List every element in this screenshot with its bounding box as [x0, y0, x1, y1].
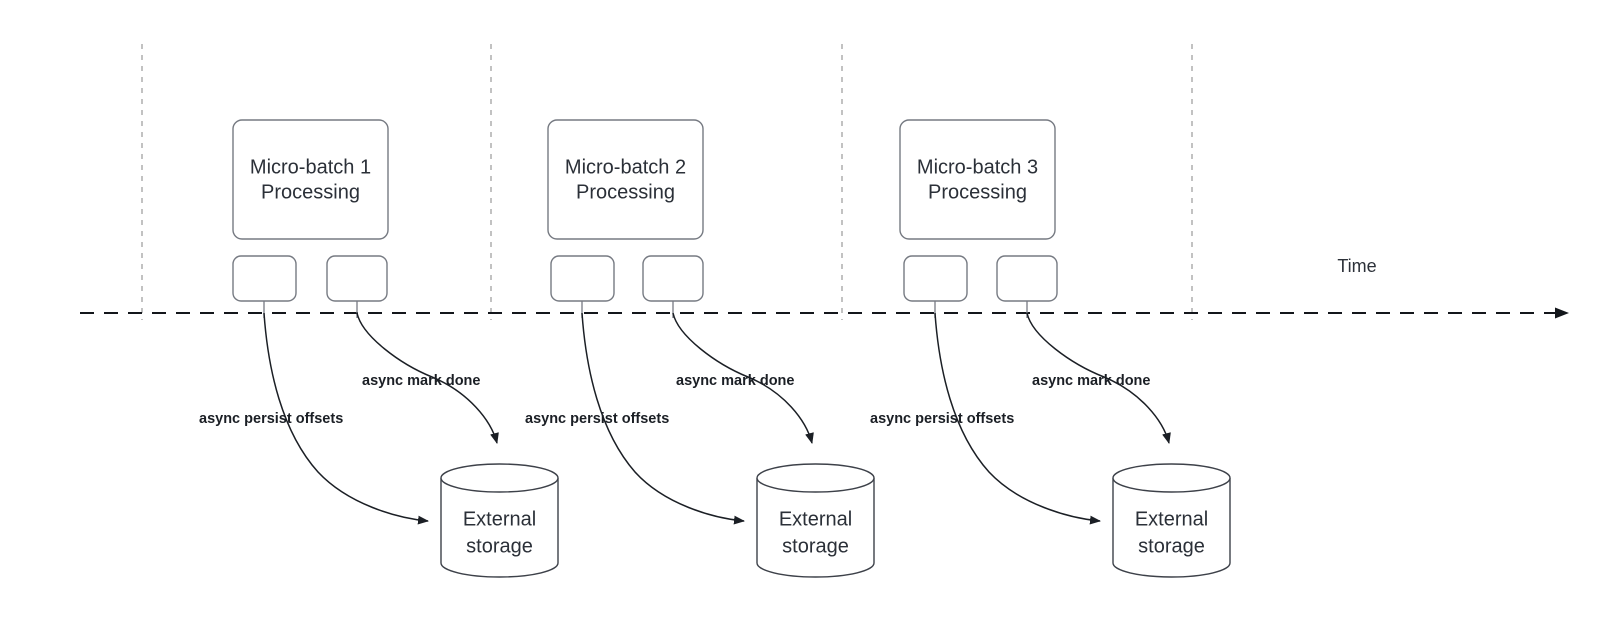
micro-batch-3-persist-offsets-label: async persist offsets — [870, 411, 1014, 427]
micro-batch-3-mark-done-arrow — [1026, 312, 1171, 444]
micro-batch-2-persist-offsets-label: async persist offsets — [525, 411, 669, 427]
micro-batch-1-storage-cylinder-body — [440, 478, 559, 578]
micro-batch-1-mark-done-arrow — [356, 312, 499, 444]
batch-boundary-ticks — [141, 44, 1193, 320]
micro-batch-1-persist-offsets-label: async persist offsets — [199, 411, 343, 427]
micro-batch-3-mark-done-label: async mark done — [1032, 373, 1150, 389]
micro-batch-2-storage-label-line1: External — [779, 508, 852, 530]
micro-batch-2-mark-done-arrow — [672, 312, 814, 444]
micro-batch-2-mark-done-task[interactable] — [642, 255, 704, 302]
micro-batch-1-persist-offsets-arrow — [263, 312, 429, 525]
micro-batch-2-persist-offsets-task[interactable] — [550, 255, 615, 302]
micro-batch-1-box[interactable] — [232, 119, 389, 240]
micro-batch-1-storage-cylinder-top — [440, 463, 559, 493]
micro-batch-1-persist-offsets-task[interactable] — [232, 255, 297, 302]
time-axis-label: Time — [1337, 256, 1376, 276]
micro-batch-3-mark-done-task[interactable] — [996, 255, 1058, 302]
micro-batch-2-title-line1: Micro-batch 2 — [565, 156, 686, 178]
micro-batch-3-group: Micro-batch 3 Processing async persist o… — [870, 119, 1231, 578]
micro-batch-2-box[interactable] — [547, 119, 704, 240]
micro-batch-1-mark-done-task[interactable] — [326, 255, 388, 302]
micro-batch-2-title-line2: Processing — [576, 181, 675, 203]
micro-batch-2-group: Micro-batch 2 Processing async persist o… — [525, 119, 875, 578]
micro-batch-1-mark-done-label: async mark done — [362, 373, 480, 389]
micro-batch-1-storage-label-line2: storage — [466, 535, 533, 557]
micro-batch-3-title-line1: Micro-batch 3 — [917, 156, 1038, 178]
micro-batch-1-title-line1: Micro-batch 1 — [250, 156, 371, 178]
micro-batch-3-storage-label-line1: External — [1135, 508, 1208, 530]
micro-batch-3-title-line2: Processing — [928, 181, 1027, 203]
micro-batch-1-storage-label-line1: External — [463, 508, 536, 530]
micro-batch-3-box[interactable] — [899, 119, 1056, 240]
micro-batch-2-mark-done-label: async mark done — [676, 373, 794, 389]
micro-batch-3-persist-offsets-task[interactable] — [903, 255, 968, 302]
micro-batch-2-storage-cylinder-body — [756, 478, 875, 578]
micro-batch-1-title-line2: Processing — [261, 181, 360, 203]
micro-batch-3-persist-offsets-arrow — [934, 312, 1101, 525]
micro-batch-2-persist-offsets-arrow — [581, 312, 745, 525]
micro-batch-2-storage-cylinder-top — [756, 463, 875, 493]
micro-batch-2-storage-label-line2: storage — [782, 535, 849, 557]
micro-batch-1-group: Micro-batch 1 Processing async persist o… — [199, 119, 559, 578]
micro-batch-3-storage-cylinder-top — [1112, 463, 1231, 493]
micro-batch-3-storage-cylinder-body — [1112, 478, 1231, 578]
micro-batch-3-storage-label-line2: storage — [1138, 535, 1205, 557]
